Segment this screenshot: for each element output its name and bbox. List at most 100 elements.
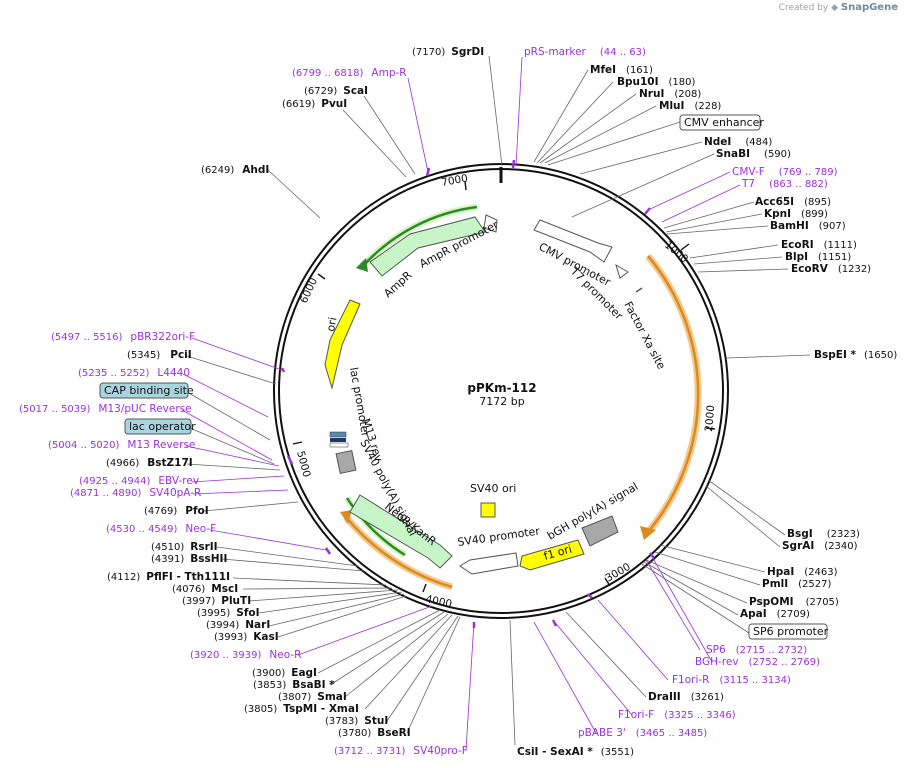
feature-sv40-ori: SV40 ori — [470, 482, 516, 495]
tick-1000-mark — [680, 243, 690, 251]
primer-m13-reverse[interactable]: (5004 .. 5020)M13 Reverse — [48, 439, 195, 451]
primer-m13-puc-reverse[interactable]: (5017 .. 5039)M13/pUC Reverse — [19, 403, 192, 415]
site-pfoi[interactable]: (4769)PfoI — [144, 505, 209, 517]
site-mlui[interactable]: MluI(228) — [659, 100, 721, 112]
leader-bgh-rev — [649, 552, 713, 663]
leader-bsabi — [329, 611, 445, 686]
site-kasi[interactable]: (3993)KasI — [214, 631, 279, 643]
site-kpni[interactable]: KpnI(899) — [764, 208, 828, 220]
site-pmli[interactable]: PmlI(2527) — [762, 578, 832, 590]
leader-draiii — [565, 611, 647, 698]
leader-prs — [515, 56, 523, 167]
leader-m13-puc — [181, 409, 273, 461]
t7-promoter-shape[interactable] — [615, 263, 629, 279]
tick-4000-mark — [422, 583, 427, 593]
sp6-promoter-box[interactable] — [748, 623, 828, 640]
leader-stui — [386, 615, 459, 722]
leader-t7 — [661, 184, 741, 223]
site-pvui[interactable]: (6619)PvuI — [282, 98, 347, 110]
site-sgrdi[interactable]: (7170)SgrDI — [412, 46, 484, 58]
site-scai[interactable]: (6729)ScaI — [304, 85, 368, 97]
site-bseri[interactable]: (3780)BseRI — [338, 727, 411, 739]
leader-bstz17i — [186, 463, 281, 471]
site-msci[interactable]: (4076)MscI — [172, 583, 238, 595]
site-eagi[interactable]: (3900)EagI — [252, 667, 317, 679]
leader-sgrdi — [488, 55, 503, 167]
primer-sv40pro-f[interactable]: (3712 .. 3731)SV40pro-F — [334, 745, 468, 757]
site-smai[interactable]: (3807)SmaI — [278, 691, 347, 703]
site-stui[interactable]: (3783)StuI — [325, 715, 388, 727]
orf-arc-left-head — [340, 510, 352, 524]
site-blpi[interactable]: BlpI(1151) — [785, 251, 851, 263]
primer-bgh-rev[interactable]: BGH-rev(2752 .. 2769) — [695, 656, 820, 668]
site-ecorv[interactable]: EcoRV(1232) — [791, 263, 871, 275]
site-csii-sexai[interactable]: CsiI - SexAI *(3551) — [517, 746, 634, 758]
ori-shape[interactable] — [324, 299, 361, 390]
f1-ori-shape[interactable] — [519, 539, 585, 571]
primer-t7[interactable]: T7(863 .. 882) — [741, 178, 828, 190]
site-ecori[interactable]: EcoRI(1111) — [781, 239, 857, 251]
primer-prs-marker[interactable]: pRS-marker(44 .. 63) — [524, 46, 646, 58]
site-bsgi[interactable]: BsgI(2323) — [787, 528, 860, 540]
bgh-polya-shape[interactable] — [581, 515, 619, 547]
primer-pbabe-3[interactable]: pBABE 3'(3465 .. 3485) — [578, 727, 707, 739]
leader-pluti — [248, 589, 399, 602]
site-tspmi-xmai[interactable]: (3805)TspMI - XmaI — [244, 703, 359, 715]
site-bsshii[interactable]: (4391)BssHII — [151, 553, 227, 565]
site-sfoi[interactable]: (3995)SfoI — [197, 607, 260, 619]
primer-neo-r[interactable]: (3920 .. 3939)Neo-R — [190, 649, 301, 661]
ampr-shape[interactable] — [369, 216, 486, 277]
tick-7000-mark — [464, 180, 467, 191]
site-bspei[interactable]: BspEI *(1650) — [814, 349, 897, 361]
site-pspomi[interactable]: PspOMI(2705) — [749, 596, 839, 608]
primer-l4440[interactable]: (5235 .. 5252)L4440 — [78, 367, 190, 379]
sv40-promoter-shape[interactable] — [459, 552, 519, 575]
site-nrui[interactable]: NruI(208) — [639, 88, 701, 100]
cap-binding-site-box[interactable] — [99, 382, 189, 399]
leader-pflfi — [232, 577, 387, 586]
site-pflfi-tth111i[interactable]: (4112)PflFI - Tth111I — [107, 571, 230, 583]
site-draiii[interactable]: DraIII(3261) — [648, 691, 724, 703]
neor-kanr-shape[interactable] — [349, 494, 453, 569]
primer-f1ori-r[interactable]: F1ori-R(3115 .. 3134) — [672, 674, 791, 686]
ampr-promoter-shape[interactable] — [483, 214, 498, 233]
sv40-ori-shape[interactable] — [480, 502, 496, 518]
cmv-promoter-shape[interactable] — [533, 219, 613, 263]
tick-5000: 5000 — [294, 450, 313, 479]
site-acc65i[interactable]: Acc65I(895) — [755, 196, 831, 208]
site-pcii[interactable]: (5345)PciI — [127, 349, 192, 361]
snapgene-logo-icon: ◆ — [831, 3, 838, 13]
site-ndei[interactable]: NdeI(484) — [704, 136, 772, 148]
leader-bspei — [725, 354, 811, 359]
site-bamhi[interactable]: BamHI(907) — [770, 220, 846, 232]
factor-xa-shape — [635, 287, 643, 293]
neo-arc — [345, 497, 406, 557]
site-snabi[interactable]: SnaBI(590) — [716, 148, 791, 160]
site-bstz17i[interactable]: (4966)BstZ17I — [106, 457, 193, 469]
site-rsrii[interactable]: (4510)RsrII — [151, 541, 218, 553]
primer-f1ori-f[interactable]: F1ori-F(3325 .. 3346) — [618, 709, 736, 721]
site-hpai[interactable]: HpaI(2463) — [767, 566, 838, 578]
primer-sv40pa-r[interactable]: (4871 .. 4890)SV40pA-R — [70, 487, 201, 499]
site-sgrai[interactable]: SgrAI(2340) — [782, 540, 858, 552]
site-mfei[interactable]: MfeI(161) — [590, 64, 653, 76]
leader-rsrii — [216, 546, 359, 567]
lac-operator-box[interactable] — [124, 418, 192, 435]
primer-pbr322ori-f[interactable]: (5497 .. 5516)pBR322ori-F — [51, 331, 195, 343]
primer-amp-r[interactable]: (6799 .. 6818)Amp-R — [292, 67, 407, 79]
sv40-polya-shape[interactable] — [335, 449, 357, 475]
site-nari[interactable]: (3994)NarI — [206, 619, 270, 631]
primer-mark-cmv-f — [644, 207, 651, 215]
primer-sp6[interactable]: SP6(2715 .. 2732) — [706, 644, 807, 656]
cmv-enhancer-box[interactable] — [679, 114, 761, 131]
primer-ebv-rev[interactable]: (4925 .. 4944)EBV-rev — [79, 475, 199, 487]
site-apai[interactable]: ApaI(2709) — [740, 608, 810, 620]
primer-cmv-f[interactable]: CMV-F(769 .. 789) — [732, 166, 838, 178]
site-pluti[interactable]: (3997)PluTI — [182, 595, 251, 607]
leader-scai — [363, 95, 416, 175]
site-bpu10i[interactable]: Bpu10I(180) — [617, 76, 696, 88]
site-ahdi[interactable]: (6249)AhdI — [201, 164, 269, 176]
primer-neo-f[interactable]: (4530 .. 4549)Neo-F — [106, 523, 216, 535]
site-bsabi[interactable]: (3853)BsaBI * — [253, 679, 335, 691]
